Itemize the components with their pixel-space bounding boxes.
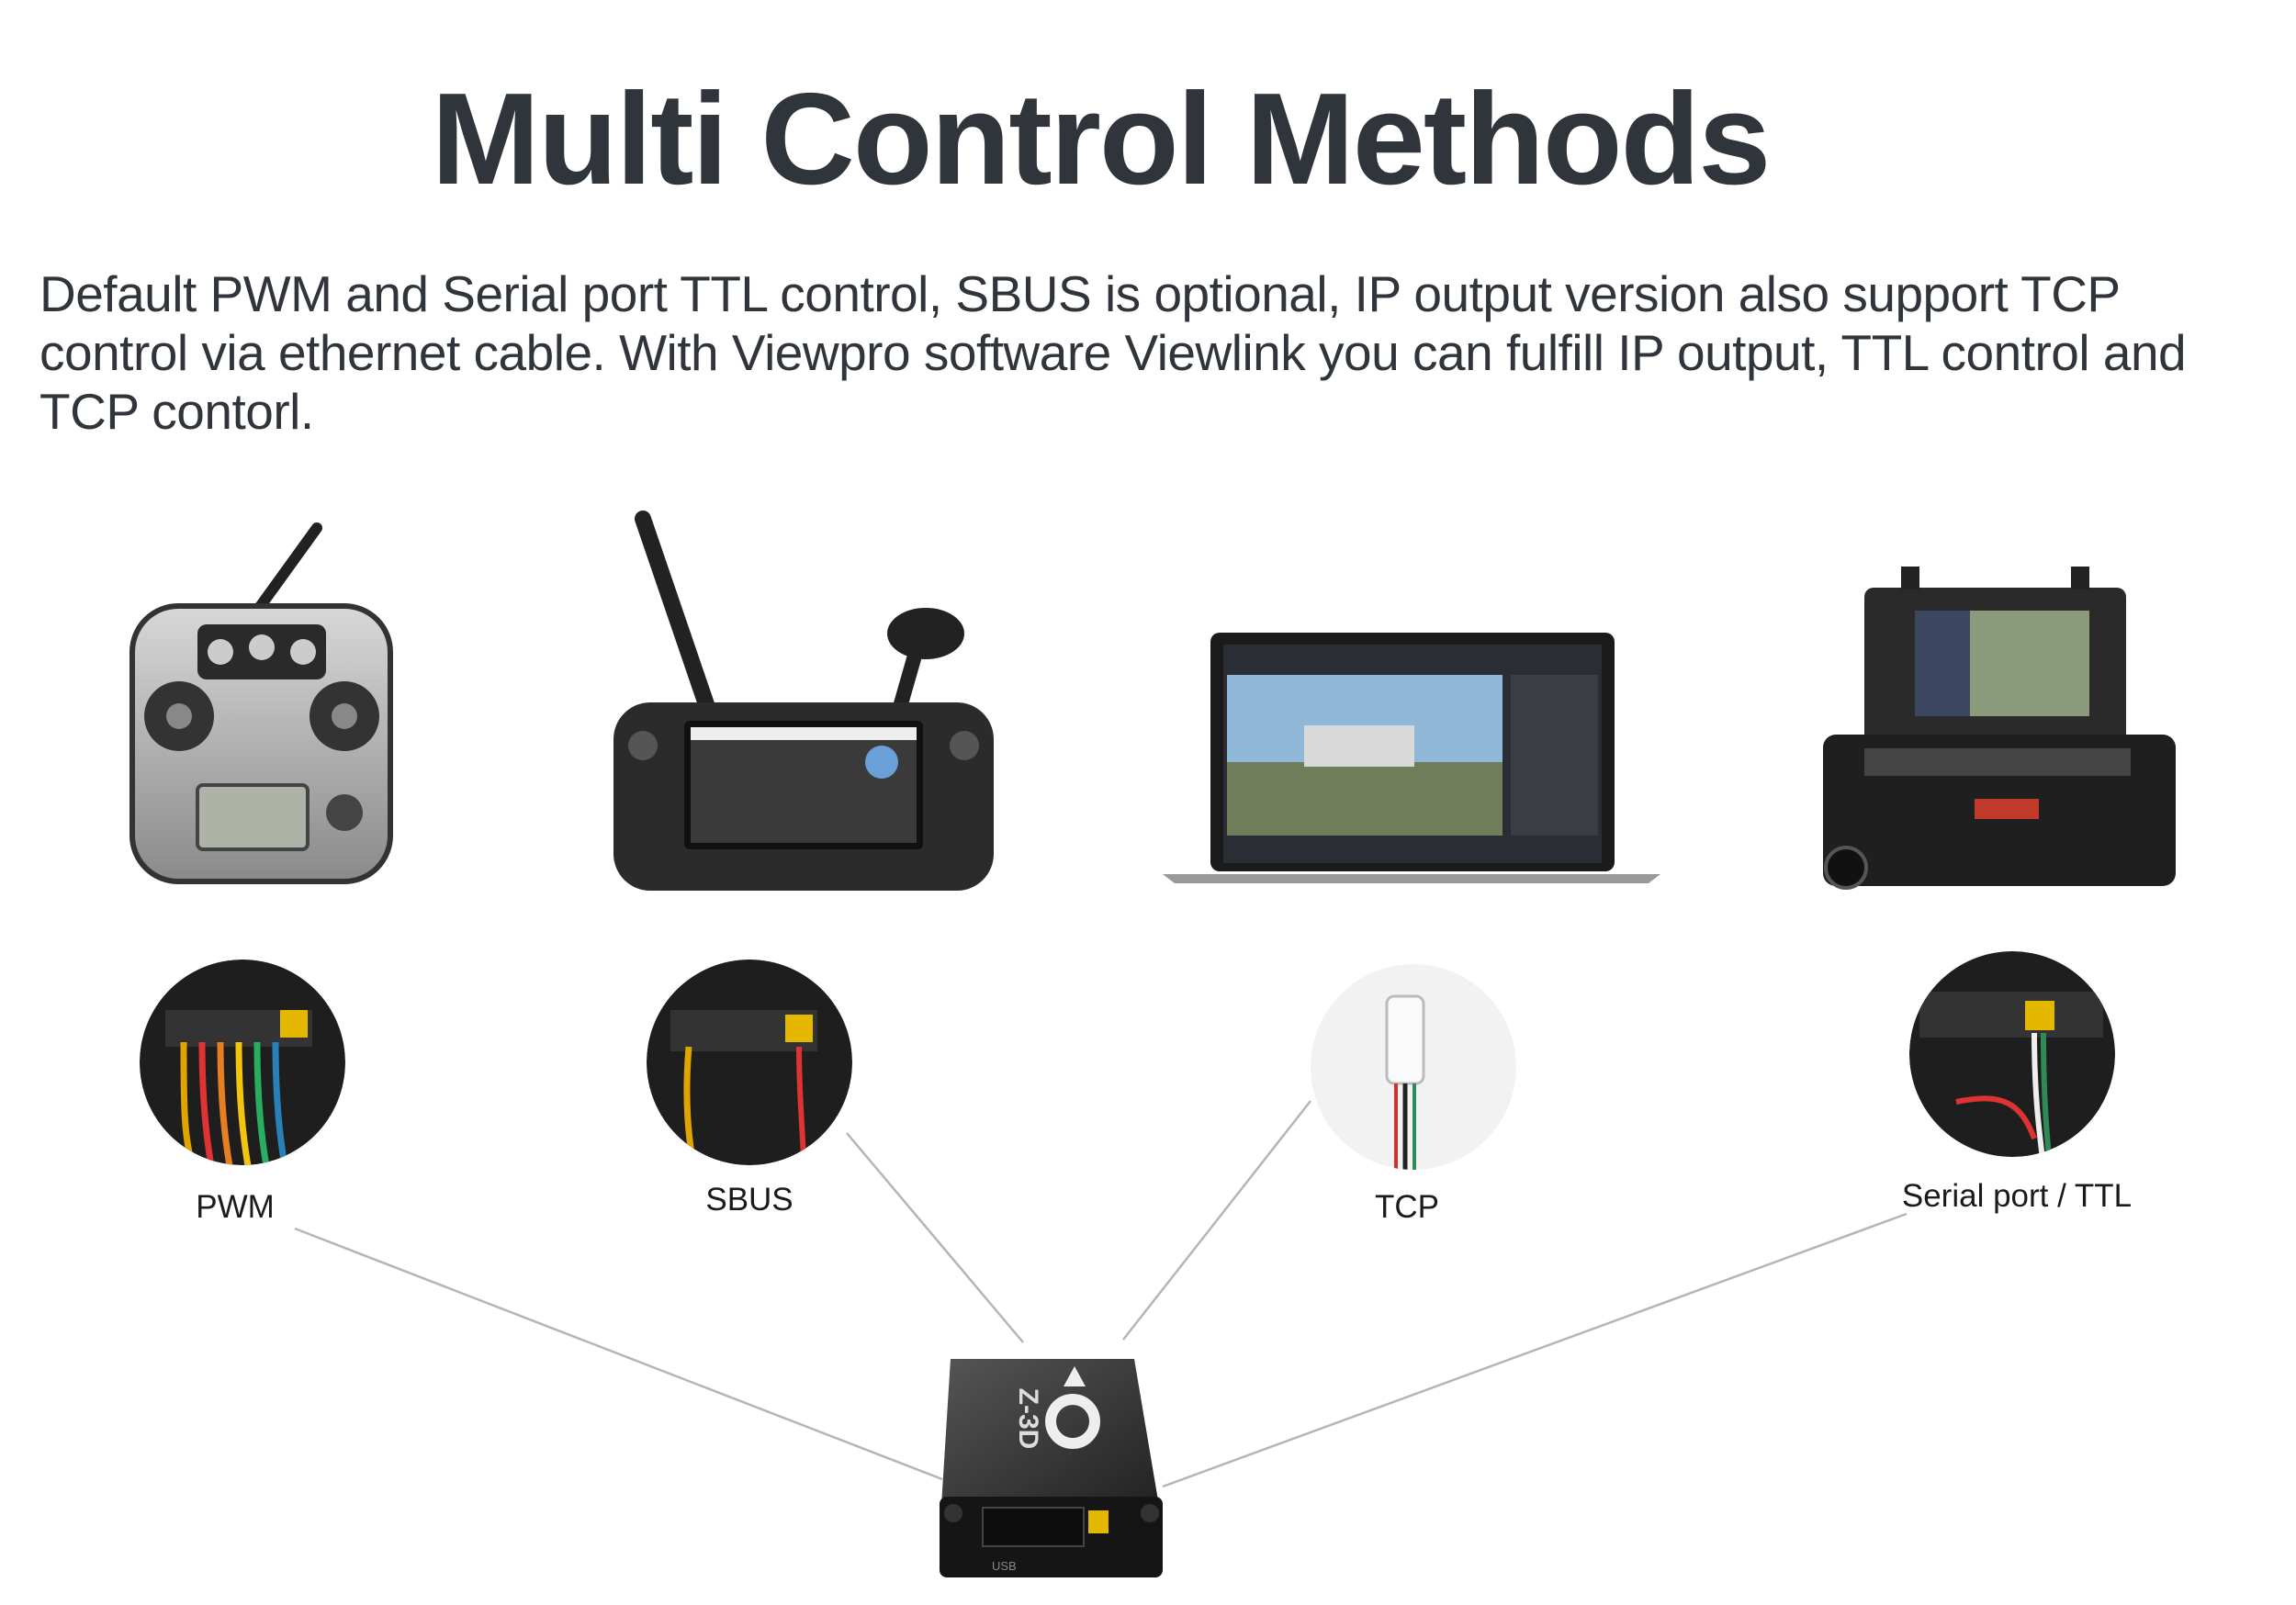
handheld-controller-image [613, 511, 994, 891]
ground-station-case-image [1823, 567, 2176, 890]
tcp-ethernet-photo [1311, 964, 1516, 1170]
line-sbus [846, 1132, 1024, 1343]
line-ttl [1162, 1212, 1908, 1488]
pwm-connector-photo [140, 960, 345, 1165]
module-model: Z-3D [1013, 1388, 1043, 1450]
laptop-image [1163, 633, 1660, 883]
ttl-connector-photo [1909, 951, 2115, 1157]
line-tcp [1122, 1100, 1311, 1341]
label-tcp: TCP [1375, 1189, 1439, 1225]
sbus-connector-photo [647, 960, 852, 1165]
connector-lines [294, 1100, 1908, 1488]
line-pwm [294, 1227, 943, 1481]
rc-transmitter-image [129, 522, 393, 884]
z3d-control-module-image: Z-3D USB [940, 1359, 1163, 1577]
description-text: Default PWM and Serial port TTL control,… [39, 265, 2187, 440]
usb-port-label: USB [992, 1559, 1017, 1573]
page-title: Multi Control Methods [431, 66, 1772, 212]
label-pwm: PWM [196, 1189, 275, 1225]
label-sbus: SBUS [705, 1182, 793, 1218]
label-serial-ttl: Serial port / TTL [1902, 1178, 2132, 1214]
